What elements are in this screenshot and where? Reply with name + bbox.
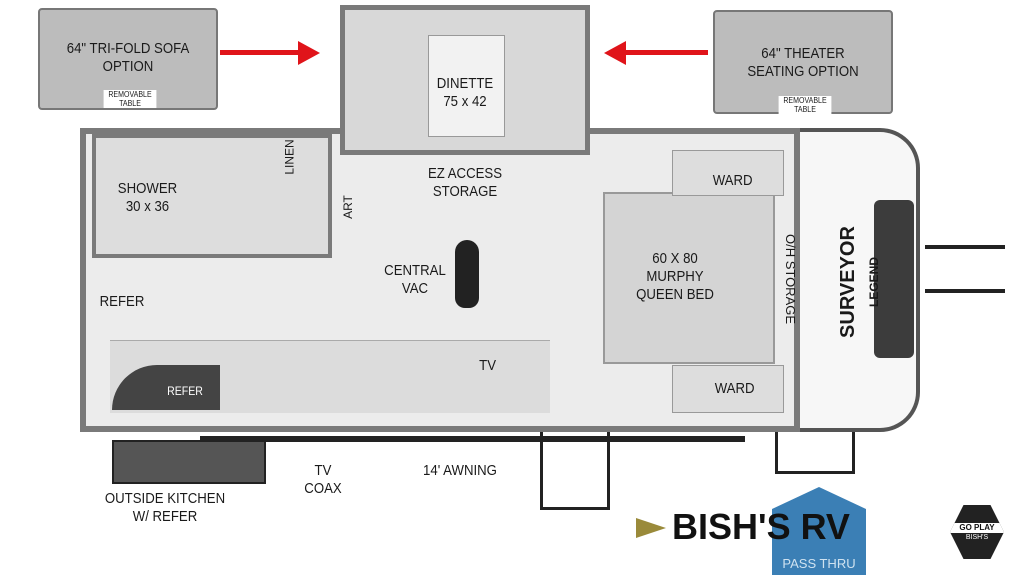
dinette-table <box>428 35 505 137</box>
footprint-icon <box>455 240 479 308</box>
dinette-name: DINETTE <box>436 75 494 92</box>
refer-unit <box>112 365 220 410</box>
ward-bottom-label: WARD <box>714 380 755 397</box>
ward-top-label: WARD <box>712 172 753 189</box>
arrow-left-head <box>604 41 626 65</box>
sofa-line2: OPTION <box>102 58 154 75</box>
logo-arrow-icon <box>636 518 666 538</box>
awning-bar <box>200 436 745 442</box>
arrow-right <box>220 50 305 55</box>
wardrobe-top <box>672 150 784 196</box>
ez-line2: STORAGE <box>432 183 498 200</box>
theater-table: REMOVABLE TABLE <box>778 96 832 114</box>
entry-steps <box>540 432 610 510</box>
ez-line1: EZ ACCESS <box>427 165 503 182</box>
theater-line1: 64" THEATER <box>761 45 845 62</box>
arrow-right-head <box>298 41 320 65</box>
go-play-text: GO PLAY <box>950 523 1004 533</box>
bishs-rv-logo: BISH'S RV <box>672 506 850 547</box>
shower-name: SHOWER <box>117 180 178 197</box>
go-play-bishs: BISH'S <box>965 534 989 541</box>
shower-size: 30 x 36 <box>125 198 170 215</box>
awning-label: 14' AWNING <box>423 462 497 479</box>
dinette-size: 75 x 42 <box>443 93 487 110</box>
sofa-line1: 64" TRI-FOLD SOFA <box>66 40 190 57</box>
tv-label: TV <box>479 357 497 374</box>
ok-line1: OUTSIDE KITCHEN <box>104 490 226 507</box>
outside-kitchen <box>112 440 266 484</box>
hitch <box>925 245 1005 293</box>
linen-label: LINEN <box>282 139 297 175</box>
art-label: ART <box>340 195 355 219</box>
coax-line2: COAX <box>304 480 342 497</box>
brand-label: SURVEYOR LEGEND <box>836 212 884 352</box>
brand-line2: LEGEND <box>867 257 881 308</box>
coax-line1: TV <box>314 462 332 479</box>
bed-line2: MURPHY <box>646 268 704 285</box>
refer2-label: REFER <box>167 384 203 398</box>
bathroom <box>92 134 332 258</box>
brand-line1: SURVEYOR <box>837 226 859 338</box>
pass-thru-text: PASS THRU <box>782 556 856 571</box>
wardrobe-bottom <box>672 365 784 413</box>
spare-tire-box <box>775 432 855 474</box>
bed-line3: QUEEN BED <box>636 286 714 303</box>
bed-line1: 60 X 80 <box>652 250 698 267</box>
oh-storage-label: O/H STORAGE <box>783 233 798 325</box>
arrow-left <box>620 50 708 55</box>
vac-line2: VAC <box>401 280 429 297</box>
ok-line2: W/ REFER <box>132 508 198 525</box>
theater-line2: SEATING OPTION <box>747 63 859 80</box>
murphy-bed <box>603 192 775 364</box>
refer-label: REFER <box>99 293 145 310</box>
sofa-table: REMOVABLE TABLE <box>103 90 157 108</box>
vac-line1: CENTRAL <box>384 262 446 279</box>
front-window <box>874 200 914 358</box>
